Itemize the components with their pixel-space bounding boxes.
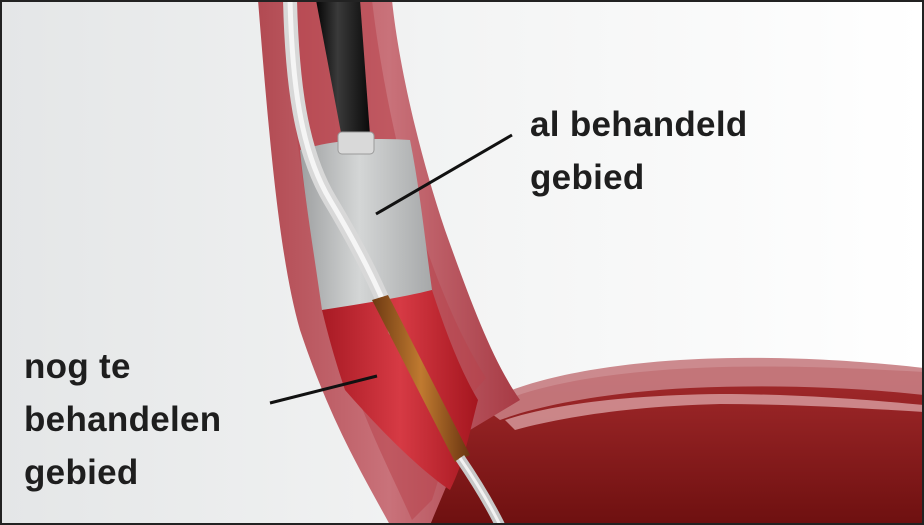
treated-area-label: al behandeld gebied (530, 98, 748, 204)
untreated-label-line-2: behandelen (24, 393, 221, 446)
untreated-label-line-1: nog te (24, 340, 221, 393)
treated-label-line-1: al behandeld (530, 98, 748, 151)
untreated-label-line-3: gebied (24, 446, 221, 499)
endoscope-tip (338, 132, 374, 154)
untreated-area-label: nog te behandelen gebied (24, 340, 221, 499)
treated-label-line-2: gebied (530, 151, 748, 204)
